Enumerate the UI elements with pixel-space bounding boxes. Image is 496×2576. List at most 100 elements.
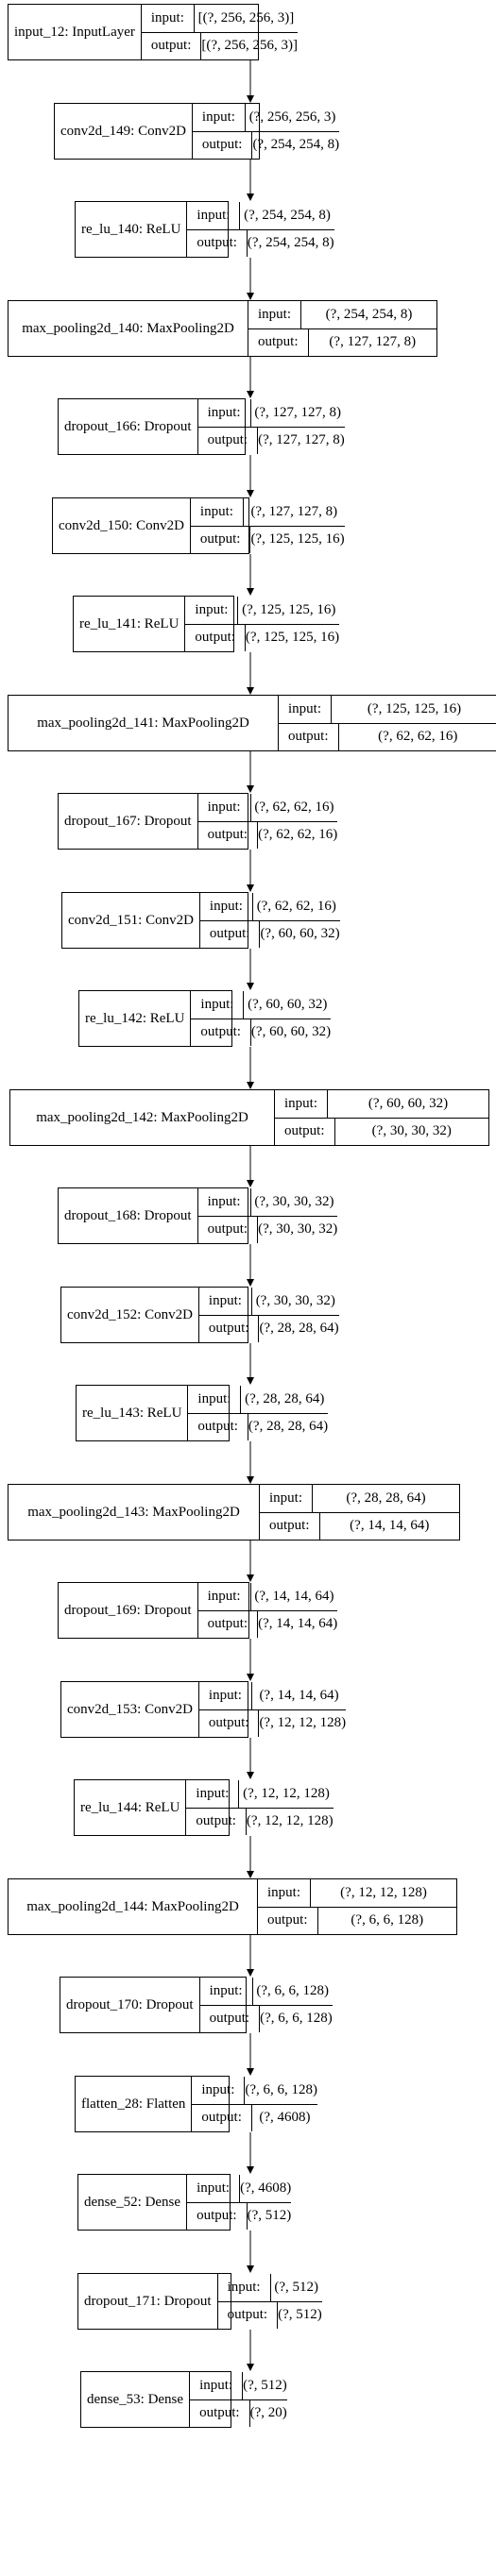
input-label: input:: [198, 794, 251, 821]
output-label: output:: [187, 229, 248, 257]
output-label: output:: [191, 526, 251, 553]
arrowhead-icon: [247, 2364, 254, 2371]
input-row: input:(?, 125, 125, 16): [185, 597, 339, 624]
output-shape: (?, 14, 14, 64): [258, 1616, 338, 1632]
input-row: input:(?, 62, 62, 16): [198, 794, 338, 821]
output-shape: (?, 512): [247, 2208, 292, 2224]
layer-name: max_pooling2d_142: MaxPooling2D: [10, 1090, 275, 1145]
output-label: output:: [200, 2005, 261, 2032]
input-shape: (?, 62, 62, 16): [254, 799, 334, 815]
input-row: input:(?, 14, 14, 64): [198, 1583, 338, 1610]
output-shape: (?, 30, 30, 32): [371, 1123, 452, 1139]
input-label: input:: [198, 399, 251, 427]
layer-name: re_lu_140: ReLU: [76, 202, 188, 257]
input-shape: (?, 127, 127, 8): [254, 404, 341, 420]
io-table: input:(?, 28, 28, 64)output:(?, 14, 14, …: [260, 1485, 459, 1540]
output-label: output:: [279, 723, 339, 750]
input-label: input:: [279, 696, 333, 723]
arrowhead-icon: [247, 1574, 254, 1582]
io-table: input:(?, 254, 254, 8)output:(?, 254, 25…: [187, 202, 334, 257]
output-row: output:(?, 254, 254, 8): [187, 228, 334, 257]
output-shape: (?, 28, 28, 64): [259, 1321, 339, 1337]
arrowhead-icon: [247, 1180, 254, 1187]
output-label: output:: [198, 427, 259, 454]
input-shape: (?, 60, 60, 32): [248, 996, 328, 1012]
layer-name: dropout_167: Dropout: [59, 794, 198, 849]
input-label: input:: [191, 991, 245, 1019]
io-table: input:(?, 127, 127, 8) output:(?, 127, 12…: [197, 399, 345, 454]
output-shape: (?, 125, 125, 16): [250, 531, 345, 547]
output-row: output:(?, 30, 30, 32): [275, 1117, 488, 1145]
output-row: output:(?, 30, 30, 32): [197, 1215, 338, 1243]
input-shape: (?, 28, 28, 64): [346, 1490, 426, 1506]
output-label: output:: [248, 328, 309, 356]
input-row: input:(?, 125, 125, 16): [279, 696, 496, 723]
input-shape: (?, 14, 14, 64): [254, 1588, 334, 1604]
input-row: input:(?, 14, 14, 64): [199, 1682, 346, 1709]
layer-name: max_pooling2d_140: MaxPooling2D: [9, 301, 248, 356]
arrowhead-icon: [247, 1279, 254, 1287]
input-label: input:: [199, 1288, 252, 1315]
arrowhead-icon: [247, 2068, 254, 2076]
input-row: input:(?, 6, 6, 128): [192, 2077, 317, 2104]
layer-name: flatten_28: Flatten: [76, 2077, 193, 2131]
output-row: output:(?, 12, 12, 128): [198, 1709, 347, 1737]
arrowhead-icon: [247, 2166, 254, 2174]
input-label: input:: [275, 1090, 329, 1118]
output-row: output:(?, 28, 28, 64): [188, 1412, 329, 1440]
output-label: output:: [142, 32, 202, 59]
output-label: output:: [258, 1907, 318, 1934]
output-label: output:: [199, 1315, 260, 1342]
io-table: input:(?, 62, 62, 16)output:(?, 62, 62, …: [197, 794, 338, 849]
input-shape: (?, 512): [243, 2377, 287, 2393]
input-shape: (?, 6, 6, 128): [256, 1982, 329, 1998]
arrowhead-icon: [247, 1476, 254, 1484]
output-row: output:(?, 4608): [192, 2103, 318, 2131]
output-row: output:(?, 127, 127, 8): [197, 426, 345, 454]
input-label: input:: [218, 2274, 271, 2301]
output-shape: [(?, 256, 256, 3)]: [201, 38, 299, 54]
output-row: output:(?, 14, 14, 64): [197, 1609, 338, 1638]
input-row: input:[(?, 256, 256, 3)]: [142, 5, 298, 32]
input-row: input:(?, 12, 12, 128): [186, 1780, 333, 1808]
output-shape: (?, 20): [249, 2405, 287, 2421]
layer-name: dropout_169: Dropout: [59, 1583, 198, 1638]
io-table: input:(?, 6, 6, 128)output:(?, 4608): [192, 2077, 318, 2131]
arrowhead-icon: [247, 1772, 254, 1779]
io-table: input:[(?, 256, 256, 3)]output:[(?, 256,…: [141, 5, 299, 59]
io-table: input:(?, 512)output:(?, 20): [190, 2372, 287, 2427]
output-shape: (?, 127, 127, 8): [329, 334, 417, 350]
layer-name: max_pooling2d_144: MaxPooling2D: [9, 1879, 258, 1934]
output-row: output:(?, 254, 254, 8): [192, 130, 340, 159]
output-row: output:(?, 62, 62, 16): [197, 820, 338, 849]
input-row: input:(?, 512): [190, 2372, 287, 2399]
output-shape: (?, 4608): [259, 2110, 311, 2126]
output-row: output:(?, 6, 6, 128): [199, 2004, 333, 2032]
input-row: input:(?, 256, 256, 3): [193, 104, 339, 131]
input-shape: [(?, 256, 256, 3)]: [197, 9, 295, 25]
layer-name: re_lu_141: ReLU: [74, 597, 186, 651]
output-row: output:(?, 512): [217, 2300, 322, 2329]
layer-name: max_pooling2d_143: MaxPooling2D: [9, 1485, 260, 1540]
output-shape: (?, 60, 60, 32): [250, 1024, 332, 1040]
output-row: output:(?, 125, 125, 16): [190, 525, 345, 553]
input-row: input:(?, 28, 28, 64): [188, 1386, 328, 1413]
io-table: input:(?, 127, 127, 8)output:(?, 125, 12…: [190, 498, 345, 553]
output-shape: (?, 12, 12, 128): [246, 1813, 334, 1829]
io-table: input:(?, 125, 125, 16)output:(?, 125, 1…: [185, 597, 340, 651]
output-label: output:: [193, 131, 253, 159]
input-shape: (?, 4608): [240, 2180, 292, 2196]
input-row: input:(?, 512): [218, 2274, 322, 2301]
io-table: input:(?, 30, 30, 32)output:(?, 28, 28, …: [198, 1288, 339, 1342]
input-label: input:: [186, 1780, 240, 1808]
input-shape: (?, 12, 12, 128): [340, 1884, 427, 1900]
output-shape: (?, 512): [278, 2307, 322, 2323]
